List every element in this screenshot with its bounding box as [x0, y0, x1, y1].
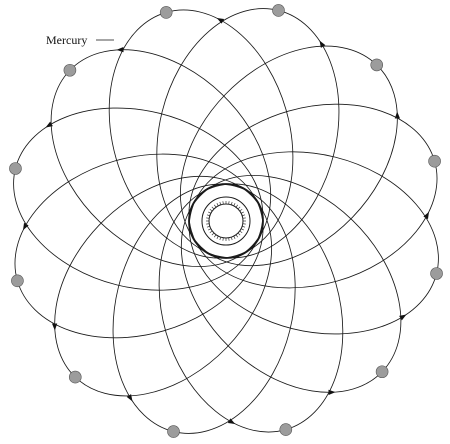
sun-ray-tick — [233, 235, 236, 239]
planet-marker — [370, 58, 384, 72]
orbit-direction-arrow — [319, 40, 326, 48]
orbit-ellipse — [108, 9, 294, 259]
sun-ray-tick — [219, 201, 222, 205]
orbit-direction-arrow — [126, 394, 133, 402]
orbit-direction-arrow — [423, 211, 430, 220]
planet-marker — [430, 267, 443, 280]
planet-marker — [428, 154, 441, 168]
orbit-ellipse — [188, 151, 439, 335]
sun-ray-tick — [211, 232, 215, 236]
sun-ray-tick — [240, 211, 244, 214]
sun-ray-tick — [233, 203, 236, 207]
inner-orbit-ring — [188, 183, 264, 259]
orbit-direction-arrow — [227, 418, 236, 425]
sun-ray-tick — [239, 208, 243, 212]
orbit-ellipse — [112, 183, 296, 434]
sun-ray-tick — [230, 237, 233, 241]
sun-ray-tick — [242, 214, 246, 217]
sun-ray-tick — [216, 203, 219, 207]
planet-marker — [68, 370, 82, 384]
planet-positions — [9, 4, 443, 438]
planet-marker — [167, 425, 180, 438]
orbit-direction-arrow — [394, 111, 400, 119]
sun-ray-tick — [230, 201, 233, 205]
planet-marker — [279, 423, 293, 436]
orbit-direction-arrow — [216, 17, 225, 24]
sun-disk — [208, 203, 244, 239]
sun-outer-ring — [201, 196, 251, 246]
orbit-ellipse — [13, 107, 264, 291]
sun-ray-tick — [209, 208, 213, 212]
orbit-direction-arrow — [22, 222, 29, 231]
planet-marker — [11, 274, 24, 288]
sun-ray-tick — [208, 211, 212, 214]
orbit-direction-arrow — [116, 47, 124, 53]
sun-ray-tick — [240, 228, 244, 231]
sun-ray-tick — [209, 230, 213, 234]
sun-ray-tick — [208, 228, 212, 231]
orbit-direction-arrow — [52, 323, 58, 331]
planet-marker — [159, 6, 173, 19]
planet-marker — [375, 365, 389, 379]
central-sun-region — [188, 183, 264, 259]
orbit-ellipse — [158, 183, 344, 433]
planet-marker — [9, 162, 22, 175]
sun-ray-tick — [237, 206, 241, 210]
sun-ray-tick — [213, 234, 217, 238]
sun-ray-tick — [242, 225, 246, 228]
planet-marker — [272, 4, 285, 17]
orbit-direction-arrow — [45, 121, 53, 128]
sun-ray-tick — [235, 234, 239, 238]
sun-ray-tick — [206, 225, 210, 228]
sun-ray-tick — [237, 232, 241, 236]
mercury-label-group: Mercury — [46, 33, 114, 47]
orbit-direction-arrow — [399, 314, 407, 321]
planet-marker — [63, 63, 77, 77]
orbit-ellipse — [188, 103, 438, 289]
sun-ray-tick — [211, 206, 215, 210]
sun-ray-tick — [239, 230, 243, 234]
mercury-label: Mercury — [46, 33, 87, 47]
sun-ray-tick — [235, 204, 239, 208]
orbit-direction-arrow — [328, 389, 336, 395]
sun-ray-tick — [216, 235, 219, 239]
sun-ray-tick — [219, 237, 222, 241]
sun-ray-tick — [213, 204, 217, 208]
sun-ray-ticks — [206, 201, 246, 241]
sun-ray-tick — [206, 214, 210, 217]
